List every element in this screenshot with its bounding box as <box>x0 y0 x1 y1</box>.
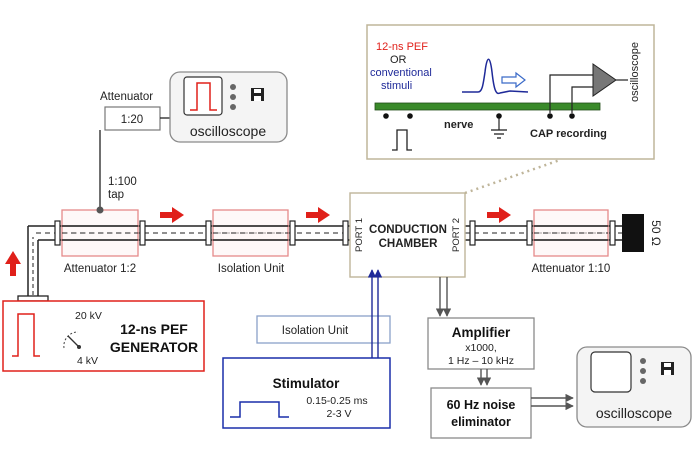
conduction-chamber: CONDUCTION CHAMBER PORT 1 PORT 2 <box>349 192 466 278</box>
voltage-dial-icon <box>63 331 81 349</box>
attenuator-1-2-label: Attenuator 1:2 <box>64 263 136 275</box>
stimulus-wires <box>367 269 383 358</box>
attenuator-small-label: Attenuator <box>100 91 153 103</box>
generator-title-line2: GENERATOR <box>110 339 198 355</box>
arrow-right-icon <box>487 207 511 223</box>
stimulator-title: Stimulator <box>273 376 341 391</box>
amplifier-title: Amplifier <box>452 325 511 340</box>
oscilloscope-right: oscilloscope <box>576 346 692 428</box>
stimulator-voltage: 2-3 V <box>326 408 351 420</box>
generator-pulse <box>12 313 40 357</box>
cap-waveform <box>462 58 529 95</box>
noise-to-oscilloscope <box>531 393 574 411</box>
oscilloscope-top-label: oscilloscope <box>190 123 266 139</box>
generator-title-line1: 12-ns PEF <box>120 321 188 337</box>
ratio-1-20-label: 1:20 <box>121 114 143 126</box>
signal-direction-arrows <box>5 207 511 276</box>
oscilloscope-top: oscilloscope <box>169 71 288 143</box>
generator-20kv-label: 20 kV <box>75 310 102 322</box>
amplifier-gain: x1000, <box>465 342 497 354</box>
amplifier-to-noise <box>476 369 492 386</box>
inset-cap-label: CAP recording <box>530 128 607 140</box>
inset-stimuli-label: stimuli <box>381 80 412 92</box>
arrow-right-icon <box>306 207 330 223</box>
noise-eliminator-line1: 60 Hz noise <box>447 398 516 412</box>
inset-nerve-label: nerve <box>444 119 473 131</box>
line-connectors <box>54 220 616 246</box>
amplifier-band: 1 Hz – 10 kHz <box>448 355 514 367</box>
isolation-unit-stimulator: Isolation Unit <box>256 315 391 344</box>
stimulator-duration: 0.15-0.25 ms <box>306 395 367 407</box>
tap-ratio-label: 1:100 <box>108 176 137 188</box>
generator-4kv-label: 4 kV <box>77 355 98 367</box>
inset-oscilloscope-label: oscilloscope <box>629 42 641 102</box>
propagation-arrow-icon <box>501 71 526 89</box>
chamber-label-line2: CHAMBER <box>379 238 438 250</box>
stimulus-pulse <box>392 129 412 151</box>
tap-line: 1:100 tap <box>96 130 137 214</box>
floppy-disk-icon <box>661 362 674 375</box>
attenuator-1-20: Attenuator 1:20 <box>100 91 170 131</box>
load-label: 50 Ω <box>649 220 663 246</box>
nerve-recording-inset: 12-ns PEF OR conventional stimuli nerve … <box>366 24 655 160</box>
inset-conventional-label: conventional <box>370 67 432 79</box>
inset-or-label: OR <box>390 54 407 66</box>
floppy-disk-icon <box>251 88 264 101</box>
pulse-waveform <box>190 82 217 111</box>
chamber-label-line1: CONDUCTION <box>369 224 447 236</box>
amplifier: Amplifier x1000, 1 Hz – 10 kHz <box>427 317 535 370</box>
load-50-ohm: 50 Ω <box>622 214 663 252</box>
attenuator-1-10: Attenuator 1:10 <box>532 209 611 275</box>
stimulator: Stimulator 0.15-0.25 ms 2-3 V <box>222 357 391 429</box>
port2-label: PORT 2 <box>451 218 462 252</box>
isolation-unit-line: Isolation Unit <box>212 209 289 275</box>
stimulator-pulse <box>230 401 289 418</box>
noise-eliminator: 60 Hz noise eliminator <box>430 387 532 439</box>
pef-generator: 20 kV 4 kV 12-ns PEF GENERATOR <box>2 300 205 372</box>
attenuator-1-10-label: Attenuator 1:10 <box>532 263 611 275</box>
chamber-to-amplifier <box>435 277 452 317</box>
port1-label: PORT 1 <box>354 218 365 252</box>
arrow-right-icon <box>160 207 184 223</box>
isolation-unit-line-label: Isolation Unit <box>218 263 285 275</box>
attenuator-1-2: Attenuator 1:2 <box>61 209 139 275</box>
noise-eliminator-line2: eliminator <box>451 415 511 429</box>
arrow-up-icon <box>5 251 21 276</box>
oscilloscope-right-label: oscilloscope <box>596 405 672 421</box>
inset-pef-label: 12-ns PEF <box>376 41 428 53</box>
isolation-unit-stim-label: Isolation Unit <box>282 325 349 337</box>
tap-label: tap <box>108 189 124 201</box>
